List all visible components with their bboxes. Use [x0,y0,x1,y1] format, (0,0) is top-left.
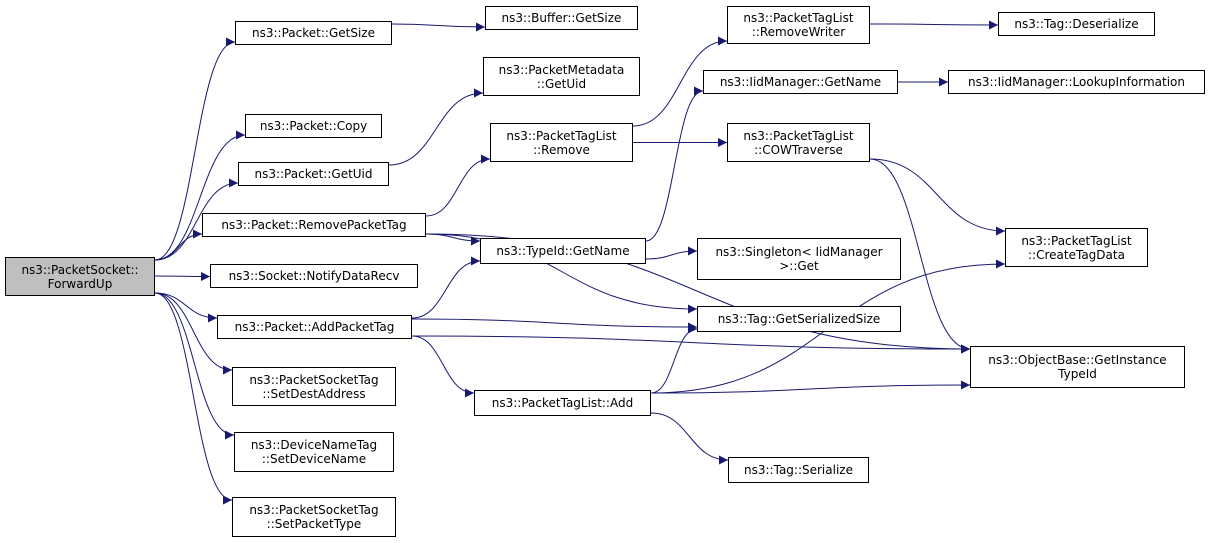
edge-typeid-getname-to-iidmanager-getname [645,86,704,242]
node-socket-notifydatarecv[interactable]: ns3::Socket::NotifyDataRecv [210,264,418,288]
edge-packet-getuid-to-packetmetadata-getuid [388,88,484,166]
node-buffer-getsize[interactable]: ns3::Buffer::GetSize [485,6,638,30]
edge-packettaglist-remove-to-packettaglist-removewriter [632,36,728,127]
node-packettaglist-cowtraverse[interactable]: ns3::PacketTagList ::COWTraverse [727,123,870,162]
edge-packettaglist-add-to-tag-getserializedsize [650,324,698,394]
edge-packettaglist-add-to-objectbase-getinstancetypeid [650,380,971,394]
node-objectbase-getinstancetypeid[interactable]: ns3::ObjectBase::GetInstance TypeId [970,346,1185,388]
edge-packettaglist-add-to-tag-serialize [650,412,729,465]
edge-packet-getsize-to-buffer-getsize [391,22,486,32]
edge-packetsocket-forwardup-to-socket-notifydatarecv [154,271,211,281]
node-packet-copy[interactable]: ns3::Packet::Copy [245,114,382,138]
node-tag-deserialize[interactable]: ns3::Tag::Deserialize [998,12,1155,36]
node-packettaglist-add[interactable]: ns3::PacketTagList::Add [474,390,651,416]
edge-packetsocket-forwardup-to-packet-addpackettag [154,292,218,323]
edge-packettaglist-cowtraverse-to-objectbase-getinstancetypeid [869,158,971,354]
edge-packet-removepackettag-to-tag-getserializedsize [425,233,698,314]
node-iidmanager-lookupinformation[interactable]: ns3::IidManager::LookupInformation [948,70,1205,94]
node-tag-serialize[interactable]: ns3::Tag::Serialize [728,457,869,483]
edge-packet-removepackettag-to-packettaglist-remove [425,154,491,217]
edge-packetsocket-forwardup-to-packet-copy [154,130,246,261]
edge-packettaglist-cowtraverse-to-packettaglist-createtagdata [869,158,1006,236]
edge-packet-addpackettag-to-tag-getserializedsize [411,318,698,332]
node-packettaglist-remove[interactable]: ns3::PacketTagList ::Remove [490,123,633,162]
node-packet-removepackettag[interactable]: ns3::Packet::RemovePacketTag [202,213,426,237]
node-packettaglist-createtagdata[interactable]: ns3::PacketTagList ::CreateTagData [1005,228,1148,267]
edge-packetsocket-forwardup-to-packet-removepackettag [154,229,203,261]
node-singleton-get[interactable]: ns3::Singleton< IidManager >::Get [697,238,901,280]
edge-packet-addpackettag-to-typeid-getname [411,256,481,319]
edge-packetsocket-forwardup-to-packet-getsize [154,37,236,261]
node-packetmetadata-getuid[interactable]: ns3::PacketMetadata ::GetUid [483,57,640,96]
node-packet-getuid[interactable]: ns3::Packet::GetUid [238,162,389,186]
edge-packetsocket-forwardup-to-packetsockettag-setpackettype [154,292,233,505]
node-packettaglist-removewriter[interactable]: ns3::PacketTagList ::RemoveWriter [727,6,870,44]
node-packetsockettag-setdestaddress[interactable]: ns3::PacketSocketTag ::SetDestAddress [232,367,396,406]
node-packetsockettag-setpackettype[interactable]: ns3::PacketSocketTag ::SetPacketType [232,497,396,537]
node-devicenametag-setdevicename[interactable]: ns3::DeviceNameTag ::SetDeviceName [234,432,394,472]
edge-packettaglist-removewriter-to-tag-deserialize [869,20,999,30]
edge-packetsocket-forwardup-to-packetsockettag-setdestaddress [154,292,233,375]
edge-packet-addpackettag-to-objectbase-getinstancetypeid [411,335,971,354]
edge-typeid-getname-to-singleton-get [645,246,698,260]
node-iidmanager-getname[interactable]: ns3::IidManager::GetName [703,70,898,94]
edge-packetsocket-forwardup-to-devicenametag-setdevicename [154,292,235,440]
node-packet-getsize[interactable]: ns3::Packet::GetSize [235,21,392,45]
edge-packet-addpackettag-to-packettaglist-add [411,335,475,398]
node-packet-addpackettag[interactable]: ns3::Packet::AddPacketTag [217,315,412,339]
node-tag-getserializedsize[interactable]: ns3::Tag::GetSerializedSize [697,306,901,332]
node-typeid-getname[interactable]: ns3::TypeId::GetName [480,238,646,264]
node-packetsocket-forwardup: ns3::PacketSocket:: ForwardUp [5,257,155,296]
